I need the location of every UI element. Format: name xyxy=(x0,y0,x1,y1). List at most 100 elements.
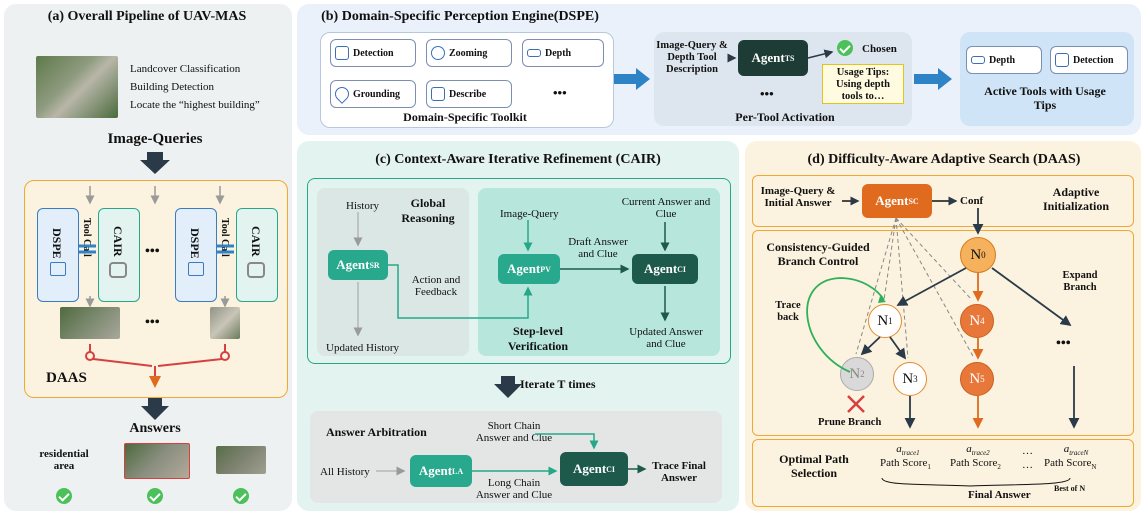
trace-final-label: Trace Final Answer xyxy=(652,460,706,484)
answers-label: Answers xyxy=(129,421,181,436)
trace-back-label: Trace back xyxy=(775,300,801,323)
dspe-input-label: Image-Query & Depth Tool Description xyxy=(656,40,728,75)
updated-history-label: Updated History xyxy=(326,342,400,354)
detection-icon xyxy=(335,46,349,60)
dspe-module-1 xyxy=(37,208,79,302)
prune-branch-label: Prune Branch xyxy=(818,417,882,428)
trace-1: atrace1 xyxy=(896,443,920,458)
modules-ellipsis: ••• xyxy=(145,244,160,259)
tool-zooming: Zooming xyxy=(426,39,512,67)
tool-grounding: Grounding xyxy=(330,80,416,108)
panel-a-title: (a) Overall Pipeline of UAV-MAS xyxy=(47,9,247,24)
branch-box xyxy=(752,230,1134,436)
init-input-label: Image-Query & Initial Answer xyxy=(760,185,836,209)
trace-2: atrace2 xyxy=(966,443,990,458)
step-verification-label: Step-level Verification xyxy=(507,324,569,353)
crops-ellipsis: ••• xyxy=(145,315,160,330)
panel-b-title: (b) Domain-Specific Perception Engine(DS… xyxy=(321,9,599,24)
answer-image-1 xyxy=(124,443,190,479)
adaptive-init-label: Adaptive Initialization xyxy=(1042,185,1109,213)
robot-icon-2 xyxy=(247,262,265,278)
dspe-module-2 xyxy=(175,208,217,302)
usage-tips-box: Usage Tips: Using depth tools to… xyxy=(822,64,904,104)
answer-arbitration-label: Answer Arbitration xyxy=(326,425,427,439)
panel-c-arrows xyxy=(353,212,670,476)
panel-d xyxy=(745,141,1141,511)
detection-icon-active xyxy=(1055,53,1069,67)
query-3: Locate the “highest building” xyxy=(130,99,260,111)
trace-n: atraceN xyxy=(1063,443,1089,458)
path-score-dots-top: … xyxy=(1022,445,1033,457)
active-tool-depth: Depth xyxy=(966,46,1042,74)
panel-d-arrows xyxy=(806,196,1080,487)
depth-icon xyxy=(527,49,541,57)
query-1: Landcover Classification xyxy=(130,63,241,75)
path-score-dots: … xyxy=(1022,459,1033,471)
tools-ellipsis: ••• xyxy=(553,85,567,100)
answer-image-2 xyxy=(216,446,266,474)
long-chain-label: Long Chain Answer and Clue xyxy=(475,477,553,501)
zoom-icon xyxy=(431,46,445,60)
cair-module-1 xyxy=(98,208,140,302)
dspe-label-2: DSPE xyxy=(188,228,202,259)
expand-branch-label: Expand Branch xyxy=(1062,270,1098,293)
panel-b-arrows xyxy=(614,49,952,90)
tool-describe: Describe xyxy=(426,80,512,108)
zoom-icon-1 xyxy=(50,262,66,276)
conf-label: Conf xyxy=(960,195,984,207)
chosen-check-icon xyxy=(837,40,853,56)
activation-label: Per-Tool Activation xyxy=(735,110,835,124)
image-query-label: Image-Query xyxy=(500,208,559,220)
branch-control-label: Consistency-Guided Branch Control xyxy=(766,240,870,268)
history-label: History xyxy=(346,200,379,212)
crop-image-2 xyxy=(210,307,240,339)
final-answer-label: Final Answer xyxy=(968,489,1031,501)
image-queries-label: Image-Queries xyxy=(107,131,203,147)
aerial-image-query xyxy=(36,56,118,118)
cair-label-1: CAIR xyxy=(111,226,125,257)
panel-d-title: (d) Difficulty-Aware Adaptive Search (DA… xyxy=(807,152,1081,167)
init-box xyxy=(752,175,1134,227)
crop-image-1 xyxy=(60,307,120,339)
cair-module-2 xyxy=(236,208,278,302)
cair-loop-box xyxy=(307,178,731,364)
robot-icon-1 xyxy=(109,262,127,278)
chosen-label: Chosen xyxy=(862,43,897,55)
panel-a-arrows xyxy=(79,152,234,420)
path-score-1: Path Score1 xyxy=(880,457,931,472)
tool-call-label-1: Tool Call xyxy=(81,218,92,257)
list-icon xyxy=(431,87,445,101)
panel-c-title: (c) Context-Aware Iterative Refinement (… xyxy=(375,152,661,167)
best-of-label: Best of N xyxy=(1054,484,1086,493)
zoom-icon-2 xyxy=(188,262,204,276)
active-tool-detection: Detection xyxy=(1050,46,1128,74)
check-icon-3 xyxy=(233,488,249,504)
check-icon-1 xyxy=(56,488,72,504)
path-score-2: Path Score2 xyxy=(950,457,1001,472)
all-history-label: All History xyxy=(320,466,370,478)
depth-icon-active xyxy=(971,56,985,64)
global-reasoning-label: Global Reasoning xyxy=(401,196,455,225)
tool-detection: Detection xyxy=(330,39,416,67)
updated-answer-label: Updated Answer and Clue xyxy=(629,326,703,350)
optimal-path-label: Optimal Path Selection xyxy=(779,452,849,480)
iterate-label: Iterate T times xyxy=(520,377,596,391)
branch-dots: ••• xyxy=(1056,336,1071,351)
active-tools-label: Active Tools with Usage Tips xyxy=(984,84,1106,112)
daas-label: DAAS xyxy=(46,370,87,386)
action-feedback-label: Action and Feedback xyxy=(411,274,461,298)
optimal-path-box xyxy=(752,439,1134,507)
dspe-label-1: DSPE xyxy=(50,228,64,259)
